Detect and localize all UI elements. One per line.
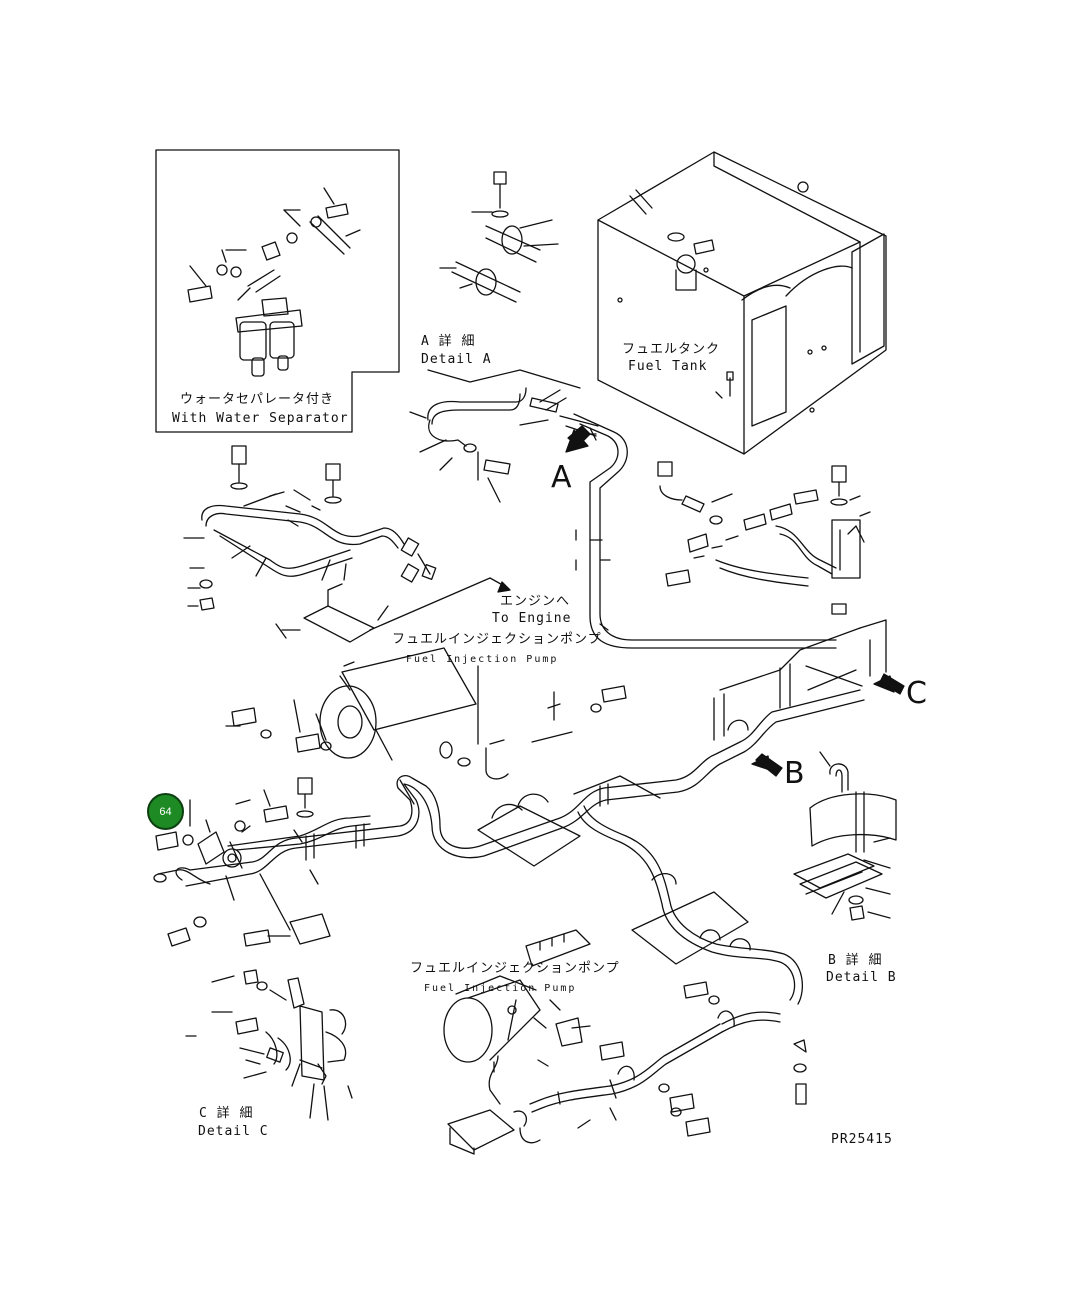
return-pipe-assembly [183,445,437,611]
fip-upper-label-en: Fuel Injection Pump [406,654,559,665]
main-pipe-run [175,619,905,1005]
fuel-tank-label-jp: フュエルタンク [622,342,721,357]
part-callout-64[interactable]: 64 [147,793,184,830]
detail-b-label-jp: B 詳 細 [828,953,883,968]
view-arrow-c-label: C [906,676,927,711]
fuel-tank-label-en: Fuel Tank [628,359,708,374]
detail-b-label-en: Detail B [826,970,897,985]
fip-lower-label-en: Fuel Injection Pump [424,983,577,994]
detail-b [793,751,897,921]
water-separator-inset [155,149,400,433]
fip-upper-label-jp: フュエルインジェクションポンプ [392,632,602,647]
fuel-tank [597,151,887,455]
detail-a-pipe [409,387,527,503]
fip-lower-label-jp: フュエルインジェクションポンプ [410,961,620,976]
view-arrow-a-label: A [551,460,572,495]
detail-a-label-en: Detail A [421,352,492,367]
to-engine-label-jp: エンジンへ [500,594,571,609]
detail-a-clamp [427,171,581,389]
detail-c [185,969,353,1121]
detail-c-label-en: Detail C [198,1124,269,1139]
water-separator-label-jp: ウォータセパレータ付き [180,392,335,407]
fuel-injection-pump-lower [443,929,807,1155]
water-separator-label-en: With Water Separator [172,411,349,426]
drawing-number: PR25415 [831,1132,893,1147]
fuel-injection-pump-upper [319,647,627,780]
detail-a-label-jp: A 詳 細 [421,334,476,349]
view-arrow-b-label: B [784,756,805,791]
clamp-bolts [225,699,332,753]
right-fittings [657,461,871,615]
to-engine-label-en: To Engine [492,611,572,626]
detail-c-label-jp: C 詳 細 [199,1106,254,1121]
inlet-fittings [153,777,331,947]
bracket-to-engine [275,577,511,643]
tank-feed-lines [519,389,837,649]
